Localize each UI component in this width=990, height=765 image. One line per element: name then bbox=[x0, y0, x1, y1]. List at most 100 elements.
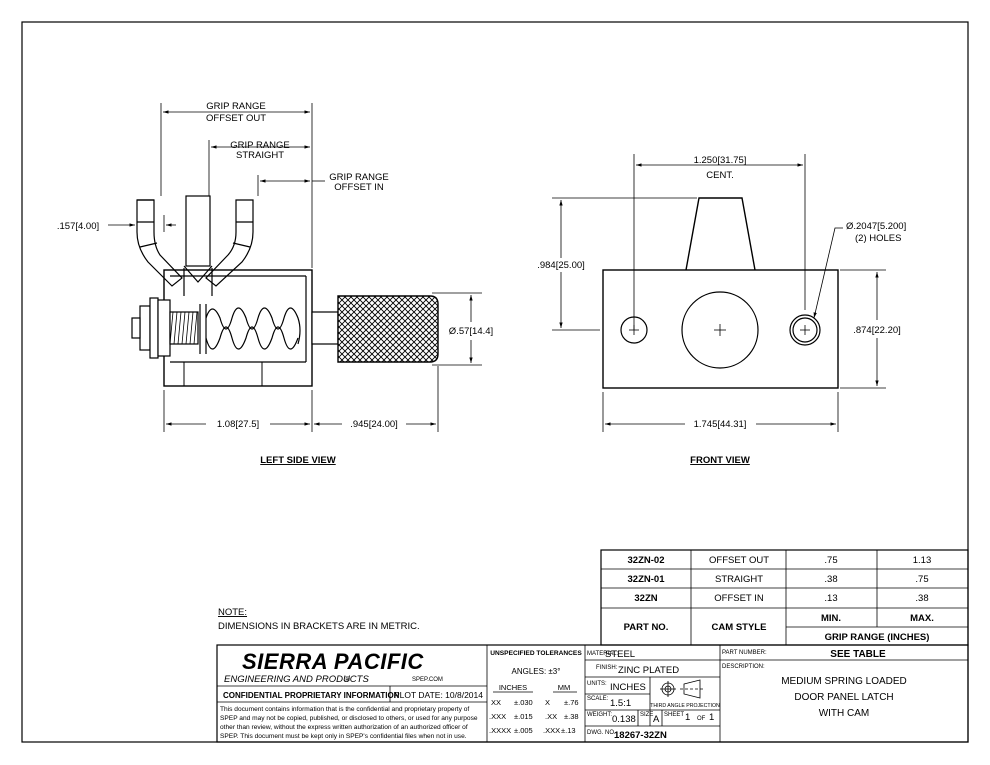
dim-1745: 1.745[44.31] bbox=[694, 419, 747, 430]
table-row-1-min: .75 bbox=[824, 555, 837, 566]
dim-945: .945[24.00] bbox=[350, 419, 398, 430]
conf-text-2: SPEP and may not be copied, published, o… bbox=[220, 715, 478, 722]
title-block: SIERRA PACIFIC ENGINEERING AND PRODUCTS … bbox=[216, 644, 969, 743]
table-row-3-part: 32ZN bbox=[634, 593, 657, 604]
grip-straight-label-2: STRAIGHT bbox=[236, 150, 284, 161]
cam-arms bbox=[136, 195, 254, 296]
company-sub: ENGINEERING AND PRODUCTS bbox=[224, 674, 369, 685]
weight-label: WEIGHT: bbox=[587, 712, 612, 718]
dim-157: .157[4.00] bbox=[57, 221, 99, 232]
company-web: SPEP.COM bbox=[412, 677, 443, 683]
sheet-value: 1 bbox=[685, 712, 690, 723]
table-row-3-max: .38 bbox=[915, 593, 928, 604]
tol-angles: ANGLES: ±3° bbox=[512, 667, 561, 676]
tol-r3-b: ±.005 bbox=[514, 726, 533, 735]
front-plate bbox=[602, 269, 839, 389]
tol-r1-c: X bbox=[545, 698, 550, 707]
part-table: 32ZN-02 OFFSET OUT .75 1.13 32ZN-01 STRA… bbox=[600, 549, 969, 646]
dim-1250: 1.250[31.75] bbox=[694, 155, 747, 166]
tol-r3-a: .XXXX bbox=[489, 726, 511, 735]
company-name: SIERRA PACIFIC bbox=[242, 649, 424, 674]
grip-straight-label-1: GRIP RANGE bbox=[230, 140, 289, 151]
grip-offset-out-label-1: GRIP RANGE bbox=[206, 101, 265, 112]
tol-mm: MM bbox=[558, 683, 571, 692]
front-view: 1.250[31.75] CENT. .984[25.00] Ø.2047[5.… bbox=[537, 154, 906, 466]
material-label: MATERIAL: bbox=[587, 651, 619, 657]
front-cam bbox=[685, 197, 756, 271]
latch-body bbox=[131, 269, 313, 387]
tol-inches: INCHES bbox=[499, 683, 527, 692]
sheet-label: SHEET bbox=[664, 712, 684, 718]
confidential-title: CONFIDENTIAL PROPRIETARY INFORMATION bbox=[223, 691, 400, 700]
tol-title: UNSPECIFIED TOLERANCES bbox=[490, 650, 582, 657]
projection-label: THIRD ANGLE PROJECTION bbox=[650, 703, 720, 709]
table-row-3-min: .13 bbox=[824, 593, 837, 604]
size-label: SIZE bbox=[640, 712, 653, 718]
description-line-1: MEDIUM SPRING LOADED bbox=[781, 676, 907, 687]
description-label: DESCRIPTION: bbox=[722, 664, 765, 670]
table-row-1-cam: OFFSET OUT bbox=[709, 555, 769, 566]
table-row-2-cam: STRAIGHT bbox=[715, 574, 763, 585]
table-row-3-cam: OFFSET IN bbox=[714, 593, 764, 604]
tol-r3-d: ±.13 bbox=[561, 726, 576, 735]
tol-r1-d: ±.76 bbox=[564, 698, 579, 707]
table-header-max: MAX. bbox=[910, 613, 934, 624]
grip-offset-in-label-1: GRIP RANGE bbox=[329, 172, 388, 183]
grip-offset-out-label-2: OFFSET OUT bbox=[206, 113, 266, 124]
partnum-label: PART NUMBER: bbox=[722, 650, 767, 656]
knurled-knob bbox=[311, 295, 439, 363]
of-label: OF bbox=[697, 716, 706, 722]
front-view-title: FRONT VIEW bbox=[690, 455, 750, 466]
dim-hole: Ø.2047[5.200] bbox=[846, 221, 906, 232]
tol-r2-b: ±.015 bbox=[514, 712, 533, 721]
material-value: STEEL bbox=[605, 649, 635, 660]
left-side-view-title: LEFT SIDE VIEW bbox=[260, 455, 336, 466]
tol-r1-b: ±.030 bbox=[514, 698, 533, 707]
dim-holes: (2) HOLES bbox=[855, 233, 901, 244]
tol-r2-d: ±.38 bbox=[564, 712, 579, 721]
table-header-part: PART NO. bbox=[624, 622, 669, 633]
conf-text-3: other than review, without the express w… bbox=[220, 724, 468, 731]
description-line-3: WITH CAM bbox=[819, 708, 870, 719]
table-row-1-max: 1.13 bbox=[913, 555, 932, 566]
tol-r3-c: .XXX bbox=[543, 726, 560, 735]
dim-108: 1.08[27.5] bbox=[217, 419, 259, 430]
dwg-value: 18267-32ZN bbox=[614, 730, 667, 741]
left-side-view: GRIP RANGE OFFSET OUT GRIP RANGE STRAIGH… bbox=[57, 101, 493, 466]
table-row-2-max: .75 bbox=[915, 574, 928, 585]
dwg-label: DWG. NO. bbox=[587, 730, 616, 736]
conf-text-1: This document contains information that … bbox=[220, 706, 469, 713]
finish-label: FINISH: bbox=[596, 665, 618, 671]
tol-r2-c: .XX bbox=[545, 712, 557, 721]
table-row-2-min: .38 bbox=[824, 574, 837, 585]
scale-value: 1.5:1 bbox=[610, 698, 631, 709]
table-header-cam: CAM STYLE bbox=[712, 622, 767, 633]
size-value: A bbox=[653, 714, 660, 725]
dim-874: .874[22.20] bbox=[853, 325, 901, 336]
tol-r1-a: XX bbox=[491, 698, 501, 707]
third-angle-projection-icon bbox=[660, 679, 704, 699]
plot-date: PLOT DATE: 10/8/2014 bbox=[394, 690, 483, 700]
finish-value: ZINC PLATED bbox=[618, 665, 679, 676]
description-line-2: DOOR PANEL LATCH bbox=[794, 692, 893, 703]
conf-text-4: SPEP. This document must be kept only in… bbox=[220, 733, 467, 740]
dim-984: .984[25.00] bbox=[537, 260, 585, 271]
scale-label: SCALE: bbox=[587, 696, 609, 702]
weight-value: 0.138 bbox=[612, 714, 636, 725]
units-value: INCHES bbox=[610, 682, 646, 693]
table-header-grip: GRIP RANGE (INCHES) bbox=[825, 632, 930, 643]
table-row-2-part: 32ZN-01 bbox=[628, 574, 666, 585]
note-text: DIMENSIONS IN BRACKETS ARE IN METRIC. bbox=[218, 621, 420, 632]
dim-cent: CENT. bbox=[706, 170, 733, 181]
grip-offset-in-label-2: OFFSET IN bbox=[334, 182, 384, 193]
units-label: UNITS: bbox=[587, 681, 607, 687]
note-title: NOTE: bbox=[218, 607, 247, 618]
registered-mark: ® bbox=[344, 675, 350, 684]
partnum-value: SEE TABLE bbox=[830, 649, 886, 660]
dim-057: Ø.57[14.4] bbox=[449, 326, 493, 337]
of-value: 1 bbox=[709, 712, 714, 723]
table-header-min: MIN. bbox=[821, 613, 841, 624]
table-row-1-part: 32ZN-02 bbox=[628, 555, 665, 566]
tol-r2-a: .XXX bbox=[489, 712, 506, 721]
